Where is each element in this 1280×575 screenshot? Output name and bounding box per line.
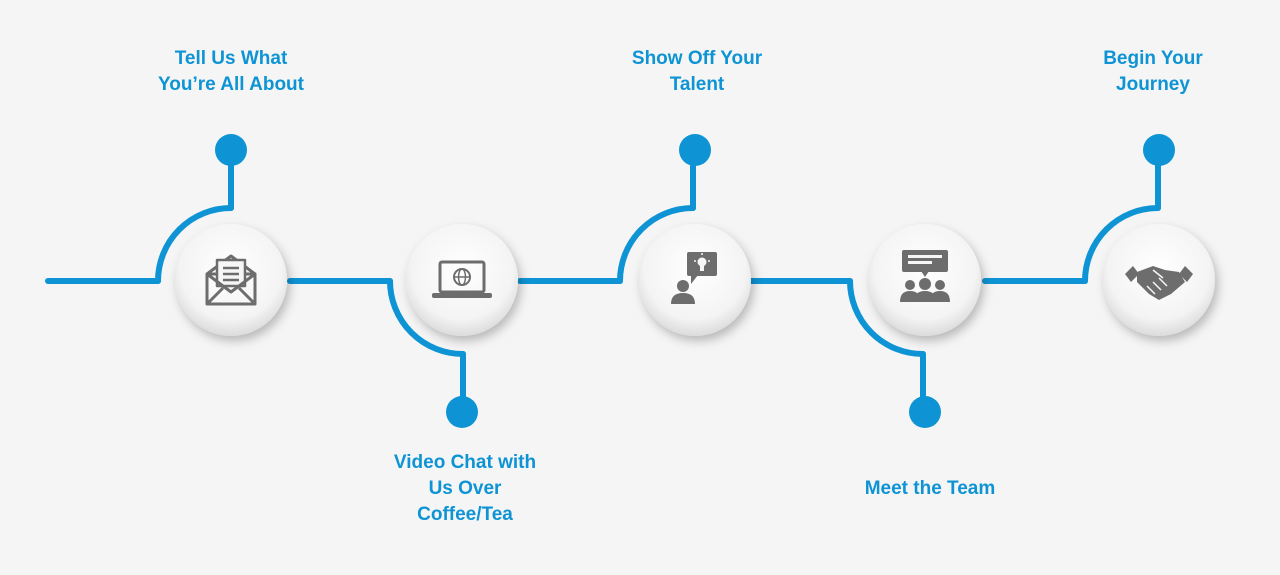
step-4-label: Meet the Team — [864, 478, 996, 499]
team-meeting-icon — [900, 250, 950, 302]
step-1-node — [175, 224, 287, 336]
step-1-label: Tell Us What You’re All About — [157, 48, 304, 95]
step-3-node — [639, 224, 751, 336]
step-3-marker-dot — [679, 134, 711, 166]
step-2-marker-dot — [446, 396, 478, 428]
step-5-marker-dot — [1143, 134, 1175, 166]
envelope-icon — [205, 254, 257, 306]
step-5-node — [1103, 224, 1215, 336]
step-4-marker-dot — [909, 396, 941, 428]
handshake-icon — [1125, 266, 1193, 300]
step-2-label: Video Chat with Us Over Coffee/Tea — [393, 452, 537, 525]
presenter-idea-icon — [671, 252, 717, 304]
step-5-label: Begin Your Journey — [1103, 48, 1203, 95]
step-3-label: Show Off Your Talent — [631, 48, 763, 95]
step-1-marker-dot — [215, 134, 247, 166]
step-2-node — [406, 224, 518, 336]
laptop-globe-icon — [432, 260, 492, 298]
step-4-node — [869, 224, 981, 336]
